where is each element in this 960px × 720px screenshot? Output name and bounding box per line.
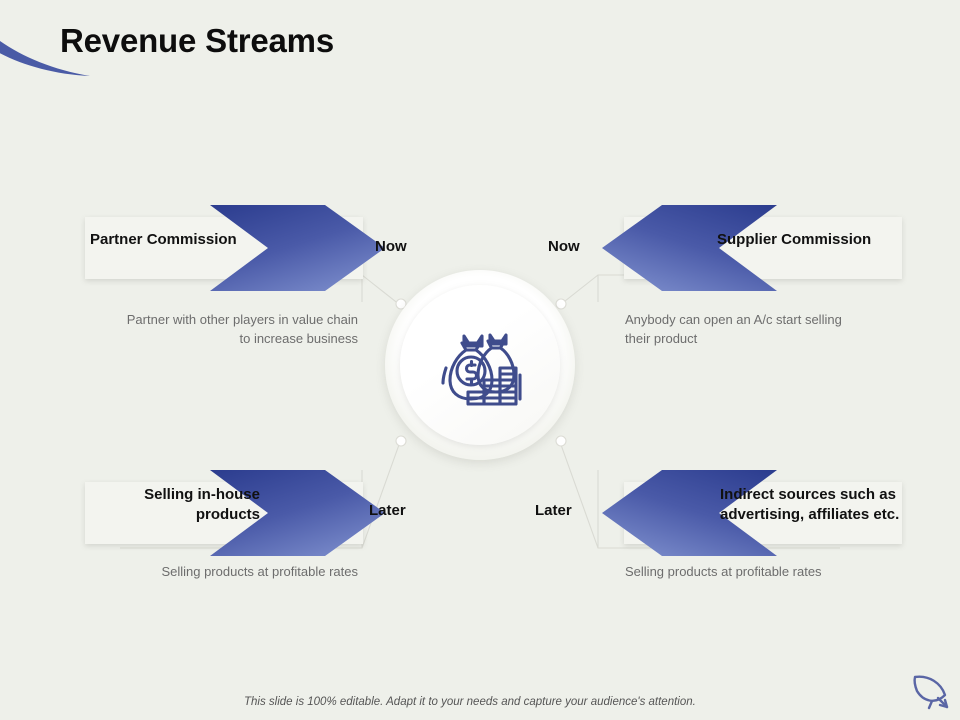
quadrant-description: Partner with other players in value chai… xyxy=(126,312,358,346)
quadrant-supplier-commission[interactable]: Supplier Commission xyxy=(602,205,902,291)
connector-node xyxy=(395,435,407,447)
rocket-icon xyxy=(913,675,949,710)
quadrant-selling-in-house-products[interactable]: Selling in-house products xyxy=(85,470,385,556)
chevron-left-icon xyxy=(602,470,777,556)
quadrant-description: Anybody can open an A/c start selling th… xyxy=(625,312,842,346)
quadrant-partner-commission[interactable]: Partner Commission xyxy=(85,205,385,291)
phase-label-later-right: Later xyxy=(535,502,572,519)
connector-node xyxy=(555,435,567,447)
phase-label-now-right: Now xyxy=(548,238,580,255)
quadrant-description: Selling products at profitable rates xyxy=(161,564,358,579)
footer-note: This slide is 100% editable. Adapt it to… xyxy=(244,696,696,708)
chevron-left-icon xyxy=(602,205,777,291)
quadrant-label: Partner Commission xyxy=(90,231,237,248)
center-badge xyxy=(400,285,560,445)
quadrant-label: Supplier Commission xyxy=(717,231,872,248)
chevron-right-icon xyxy=(210,205,385,291)
page-title: Revenue Streams xyxy=(60,22,334,59)
quadrant-description: Selling products at profitable rates xyxy=(625,564,822,579)
phase-label-now-left: Now xyxy=(375,238,407,255)
quadrant-indirect-sources[interactable]: Indirect sources such as advertising, af… xyxy=(602,470,902,556)
money-bags-coins-icon xyxy=(441,333,522,406)
phase-label-later-left: Later xyxy=(369,502,406,519)
connector-node xyxy=(555,298,567,310)
chevron-right-icon xyxy=(210,470,385,556)
quadrant-label: Selling in-house products xyxy=(144,486,260,523)
quadrant-label: Indirect sources such as advertising, af… xyxy=(720,486,900,523)
